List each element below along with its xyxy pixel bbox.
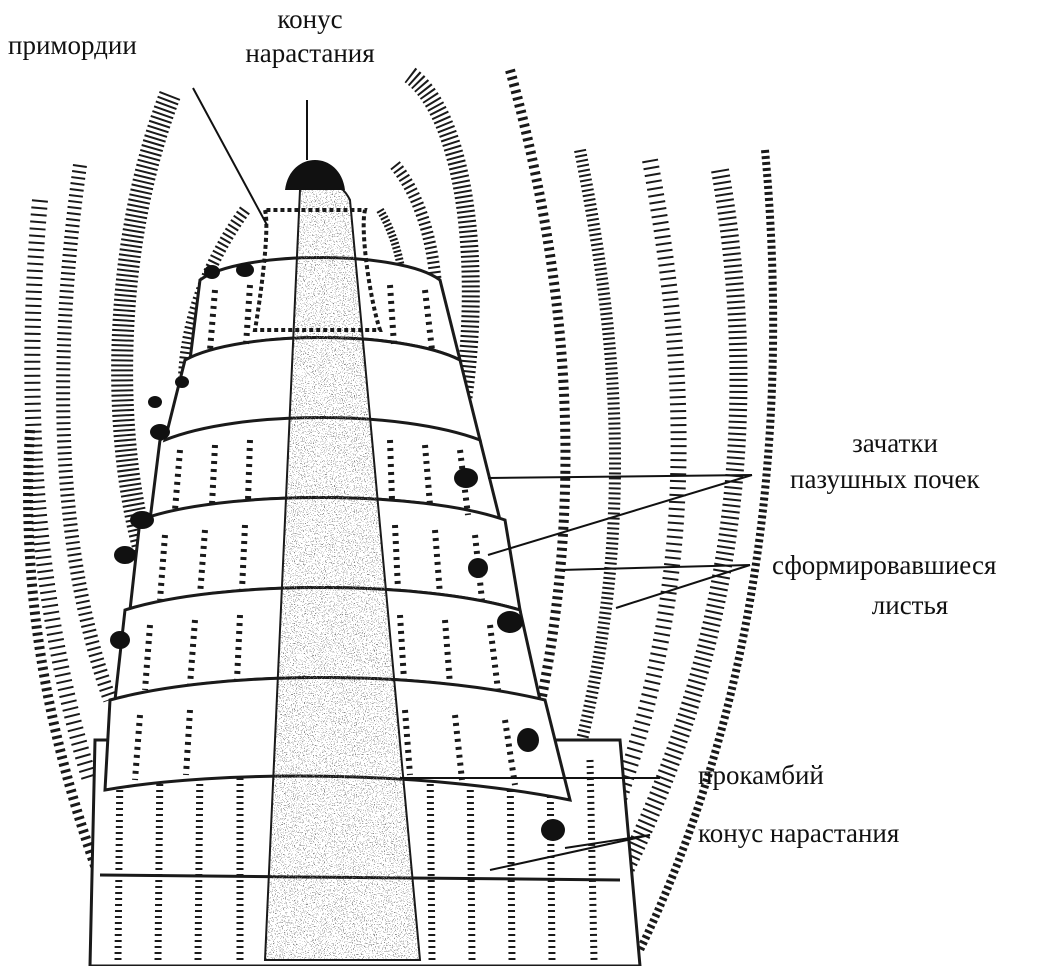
label-apex-top-line1: конус bbox=[240, 4, 380, 34]
label-axillary-line2: пазушных почек bbox=[790, 464, 980, 494]
leader-leaves-1 bbox=[560, 565, 750, 570]
leader-axillary-2 bbox=[488, 475, 752, 555]
leader-primordia bbox=[193, 88, 267, 225]
label-axillary-line1: зачатки bbox=[820, 428, 970, 458]
label-apex-lower: конус нарастания bbox=[698, 818, 899, 848]
leader-leaves-2 bbox=[616, 565, 750, 608]
label-procambium: прокамбий bbox=[698, 760, 824, 790]
label-apex-top-line2: нарастания bbox=[215, 38, 405, 68]
label-leaves-line2: листья bbox=[840, 590, 980, 620]
label-primordia: примордии bbox=[8, 30, 137, 60]
label-leaves-line1: сформировавшиеся bbox=[772, 550, 996, 580]
